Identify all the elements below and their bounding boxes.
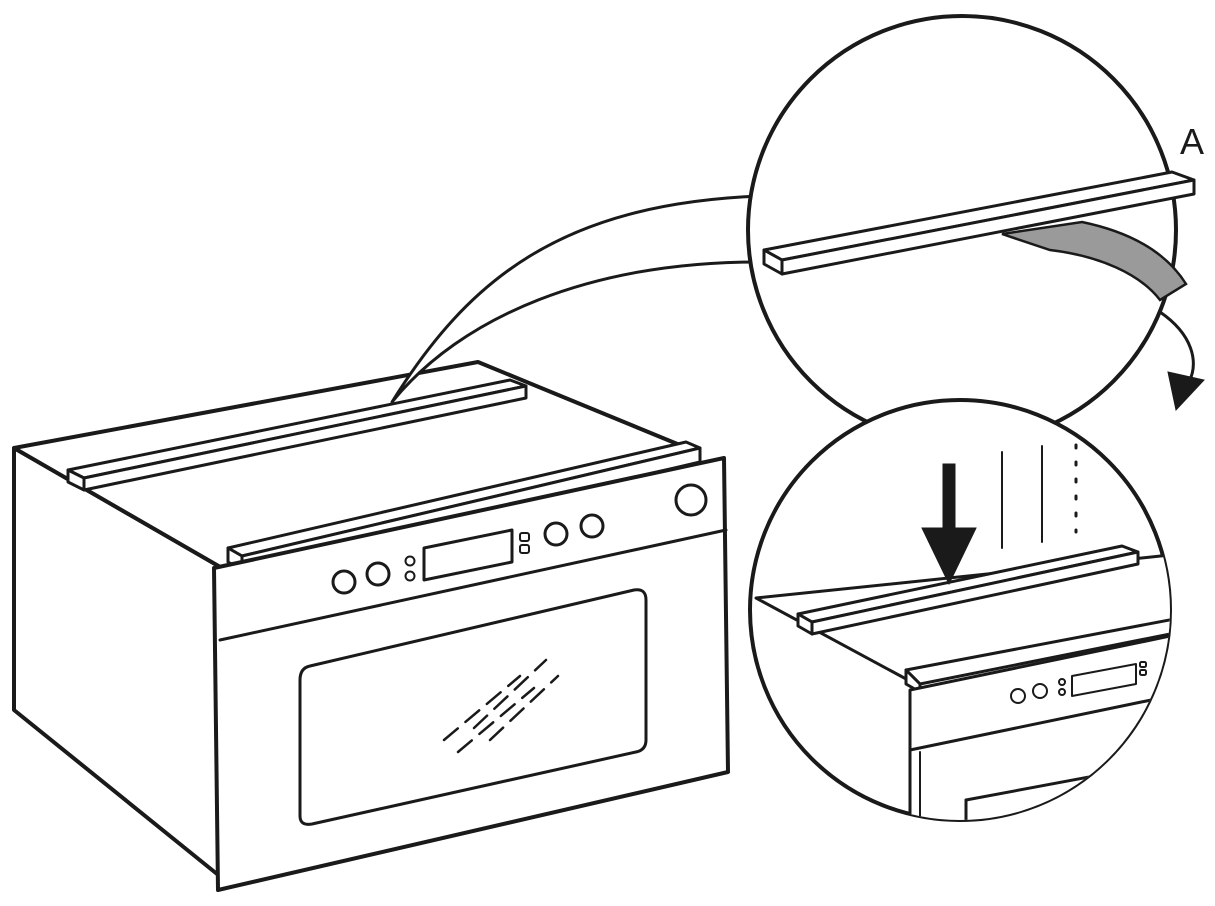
part-label-a: A — [1180, 121, 1205, 162]
peel-arrow-icon — [1158, 310, 1205, 412]
power-knob — [674, 483, 708, 517]
indicator-square — [519, 532, 530, 542]
glass-reflection — [442, 658, 560, 754]
indicator-square — [519, 544, 530, 554]
oven — [12, 360, 730, 892]
indicator-dot — [404, 555, 416, 567]
display-window — [422, 528, 514, 582]
adhesive-tape — [1001, 220, 1188, 302]
rear-trim-strip — [66, 378, 528, 492]
knob-right-1 — [543, 521, 569, 547]
control-panel — [331, 483, 708, 595]
knob-left-1 — [331, 569, 357, 595]
indicator-dot — [404, 570, 416, 582]
press-down-arrow-icon — [921, 463, 977, 586]
door-gap — [218, 528, 728, 642]
knob-right-2 — [579, 513, 605, 539]
install-detail — [754, 426, 1170, 820]
door-window — [298, 588, 648, 826]
knob-left-2 — [365, 561, 391, 587]
strip-a — [762, 170, 1196, 276]
